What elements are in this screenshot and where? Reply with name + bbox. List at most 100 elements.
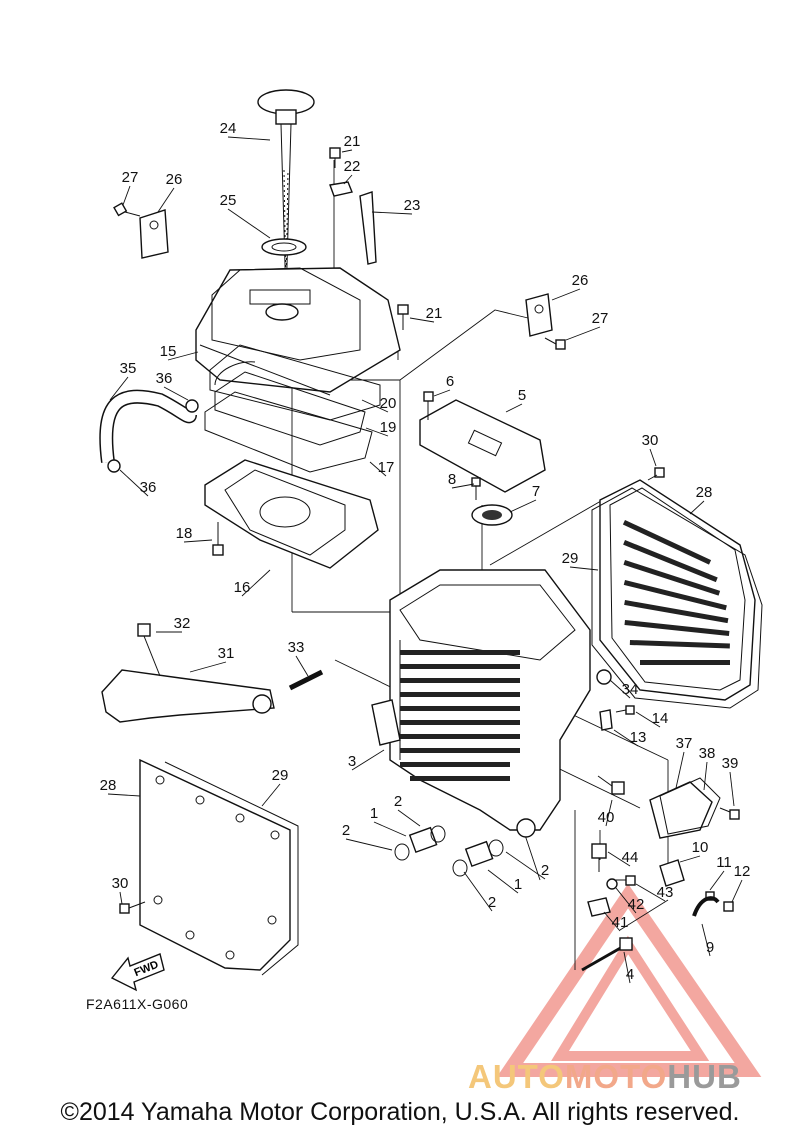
leader-line-28 [107,793,141,797]
part-gasket-19 [214,371,366,446]
leader-line-16 [241,569,271,597]
part-nut-34 [596,669,612,685]
leader-line-30 [119,891,123,905]
callout-15: 15 [160,343,177,360]
part-plug-1-lower [464,840,494,868]
part-bolt-14 [615,705,635,715]
leader-line-37 [675,751,685,789]
callout-29: 29 [272,767,289,784]
callout-28: 28 [696,484,713,501]
leader-line-33 [295,655,309,677]
leader-line-22 [343,174,353,185]
watermark-text-2: MOTO [564,1058,668,1095]
callout-36: 36 [156,370,173,387]
part-seal-ring [261,238,307,256]
callout-40: 40 [598,809,615,826]
callout-17: 17 [378,459,395,476]
leader-line-17 [369,461,387,477]
leader-line-7 [509,499,537,513]
callout-27: 27 [592,310,609,327]
callout-2: 2 [342,822,350,839]
callout-36: 36 [140,479,157,496]
leader-line-28 [689,500,705,515]
leader-line-27 [565,326,601,341]
callout-19: 19 [380,419,397,436]
part-bolt-27-left [113,202,141,217]
leader-line-19 [365,427,389,437]
callout-30: 30 [642,432,659,449]
part-plate-5 [419,399,546,493]
part-gasket-29-left [164,761,299,976]
leader-line-39 [729,771,735,807]
leader-line-25 [227,208,271,239]
leader-line-30 [649,448,657,467]
callout-6: 6 [446,373,454,390]
diagram-code: F2A611X-G060 [86,996,189,1012]
callout-21: 21 [426,305,443,322]
leader-line-12 [731,879,743,903]
leader-line-2 [463,871,493,912]
callout-8: 8 [448,471,456,488]
part-gasket-20 [209,344,381,421]
copyright-notice: ©2014 Yamaha Motor Corporation, U.S.A. A… [60,1098,740,1126]
part-clip-36-top [185,399,199,413]
callout-3: 3 [348,753,356,770]
part-strainer-7 [471,504,513,526]
leader-line-1 [373,821,407,837]
leader-line-40 [605,799,613,827]
part-clip-36-bottom [107,459,121,473]
part-valve-37 [649,781,713,839]
part-bolt-4 [581,937,633,972]
leader-line-38 [703,761,708,791]
callout-43: 43 [657,884,674,901]
callout-33: 33 [288,639,305,656]
part-bolt-40 [597,775,625,795]
callout-4: 4 [626,966,634,983]
part-cover-28-right [599,479,756,701]
leader-line-9 [701,923,711,957]
leader-line-41 [603,911,621,932]
leader-line-3 [351,749,385,771]
part-bracket-13 [599,709,613,731]
leader-line-24 [227,136,271,141]
leader-line-21 [409,317,435,323]
part-sensor-44 [591,843,607,872]
callout-31: 31 [218,645,235,662]
callout-21: 21 [344,133,361,150]
callout-38: 38 [699,745,716,762]
callout-41: 41 [612,914,629,931]
part-gasket-17 [204,391,373,473]
leader-line-26 [551,288,581,301]
callout-30: 30 [112,875,129,892]
callout-16: 16 [234,579,251,596]
part-bolt-6 [423,391,434,420]
part-bolt-21 [329,147,341,168]
leader-line-14 [635,711,661,728]
callout-2: 2 [488,894,496,911]
callout-34: 34 [622,681,639,698]
leader-line-36 [119,469,149,497]
part-gasket-29-right [591,487,763,709]
part-washer-42 [606,878,618,890]
part-bracket-26-right [525,293,553,337]
part-bolt-43 [614,875,636,886]
part-bolt-12 [723,901,734,912]
callout-26: 26 [166,171,183,188]
leader-line-35 [109,376,129,401]
callout-25: 25 [220,192,237,209]
part-cover-15 [195,267,401,396]
leader-line-8 [451,483,475,489]
callout-44: 44 [622,849,639,866]
part-cylinder-block-3 [371,569,591,838]
leader-line-2 [345,838,393,851]
part-oring-2-d [488,839,504,857]
leader-line-29 [261,783,281,807]
part-oring-2-c [452,859,468,877]
callout-29: 29 [562,550,579,567]
part-bolt-27-right [544,337,566,350]
part-clamp-22 [329,181,353,197]
callout-11: 11 [716,854,732,871]
callout-18: 18 [176,525,193,542]
part-oring-2-b [430,825,446,843]
